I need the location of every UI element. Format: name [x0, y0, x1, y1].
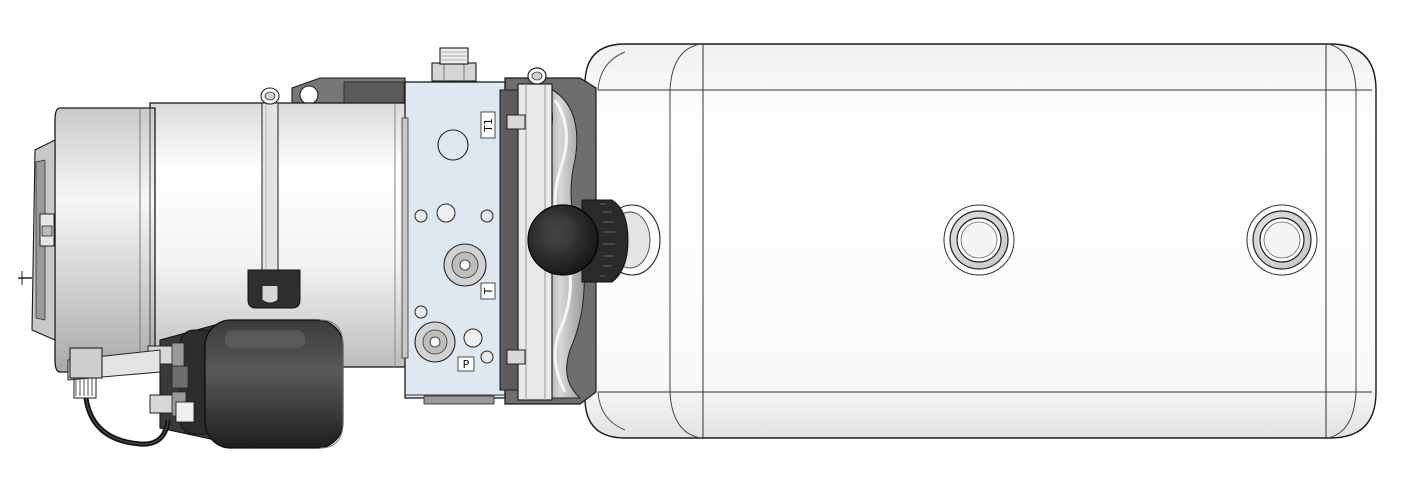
port-label-t: T	[480, 282, 496, 300]
svg-text:T: T	[482, 287, 495, 295]
svg-text:P: P	[463, 358, 470, 371]
ground-cable	[67, 347, 171, 447]
top-fitting	[431, 47, 477, 82]
svg-text:T1: T1	[482, 118, 495, 133]
motor-bracket	[291, 77, 406, 111]
valve-block	[401, 81, 519, 405]
solenoid-terminals	[147, 342, 195, 423]
tank-mount-hole-right	[1246, 204, 1318, 276]
motor-clamp-band	[247, 87, 301, 309]
breather-cap	[527, 199, 661, 283]
motor-end-cap	[18, 107, 156, 373]
tank-mount-hole-left	[943, 204, 1015, 276]
valve-ports	[414, 114, 526, 365]
port-label-t1: T1	[480, 111, 496, 139]
port-label-p: P	[457, 356, 475, 372]
